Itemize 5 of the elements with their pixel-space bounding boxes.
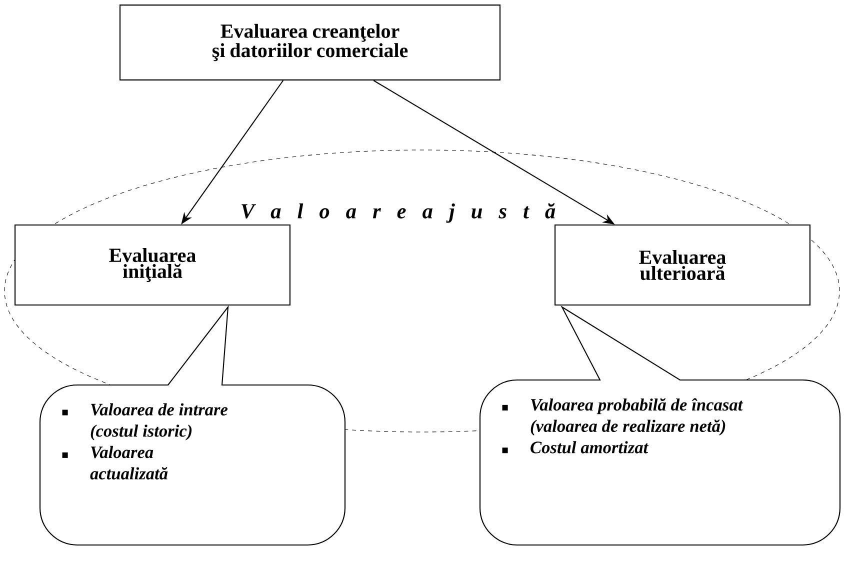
node-label: Costul amortizat bbox=[530, 441, 649, 454]
process-box: Evaluarea iniţială bbox=[14, 224, 290, 306]
process-box: Evaluarea creanţelor şi datoriilor comerciale bbox=[119, 4, 501, 80]
node-label: Valoarea probabilă de încasat (valoarea de realizare netă) bbox=[530, 398, 744, 436]
process-box: Evaluarea ulterioară bbox=[554, 224, 810, 306]
